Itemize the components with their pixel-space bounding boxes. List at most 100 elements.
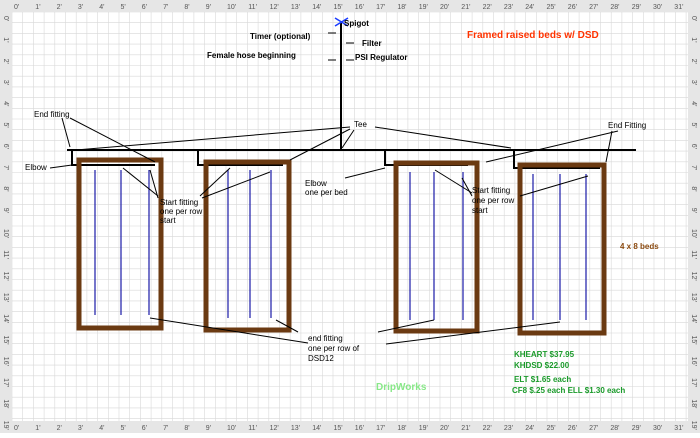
label-start-fitting-right-line1: Start fitting: [472, 186, 511, 195]
ruler-tick-label: 1': [35, 4, 40, 11]
ruler-tick-label: 19': [419, 425, 428, 432]
ruler-tick-label: 28': [610, 4, 619, 11]
ruler-tick-label: 0': [2, 16, 9, 21]
label-filter: Filter: [362, 39, 382, 48]
raised-bed-4: [517, 162, 607, 336]
label-elbow-per-bed-line2: one per bed: [305, 188, 348, 197]
ruler-tick-label: 11': [248, 4, 257, 11]
ruler-tick-label: 15': [334, 425, 343, 432]
label-elbow-per-bed-line1: Elbow: [305, 179, 327, 188]
ruler-tick-label: 13': [291, 4, 300, 11]
ruler-tick-label: 23': [504, 4, 513, 11]
ruler-tick-label: 8': [184, 425, 189, 432]
ruler-tick-label: 30': [653, 4, 662, 11]
ruler-tick-label: 24': [525, 425, 534, 432]
ruler-tick-label: 15': [334, 4, 343, 11]
ruler-tick-label: 14': [312, 425, 321, 432]
label-tee: Tee: [354, 120, 367, 129]
ruler-tick-label: 17': [376, 425, 385, 432]
ruler-tick-label: 14': [690, 314, 697, 323]
ruler-tick-label: 4': [99, 425, 104, 432]
ruler-tick-label: 27': [589, 4, 598, 11]
ruler-tick-label: 11': [690, 250, 697, 259]
ruler-tick-label: 21': [461, 425, 470, 432]
ruler-tick-label: 17': [2, 378, 9, 387]
label-timer: Timer (optional): [250, 32, 311, 41]
ruler-tick-label: 7': [163, 4, 168, 11]
ruler-tick-label: 3': [78, 425, 83, 432]
label-start-fitting-left-line2: one per row: [160, 207, 203, 216]
bottom-ruler: [0, 421, 700, 433]
price-elt: ELT $1.65 each: [514, 375, 572, 384]
right-ruler: [688, 0, 700, 433]
ruler-tick-label: 18': [690, 399, 697, 408]
ruler-tick-label: 9': [206, 425, 211, 432]
ruler-tick-label: 10': [690, 229, 697, 238]
ruler-tick-label: 1': [2, 37, 9, 42]
callout-lines: [49, 117, 619, 345]
raised-bed-1: [76, 157, 164, 331]
ruler-tick-label: 19': [2, 421, 9, 430]
ruler-tick-label: 4': [690, 101, 697, 106]
ruler-tick-label: 16': [690, 357, 697, 366]
ruler-tick-label: 5': [121, 425, 126, 432]
ruler-tick-label: 14': [2, 314, 9, 323]
ruler-tick-label: 2': [690, 59, 697, 64]
ruler-tick-label: 18': [397, 425, 406, 432]
ruler-tick-label: 10': [227, 4, 236, 11]
ruler-tick-label: 6': [2, 144, 9, 149]
ruler-tick-label: 10': [2, 229, 9, 238]
label-start-fitting-left-line1: Start fitting: [160, 198, 199, 207]
ruler-tick-label: 1': [690, 37, 697, 42]
left-ruler: [0, 0, 12, 433]
ruler-tick-label: 0': [690, 16, 697, 21]
ruler-tick-label: 2': [57, 4, 62, 11]
ruler-tick-label: 9': [690, 208, 697, 213]
label-start-fitting-right-line2: one per row: [472, 196, 515, 205]
ruler-tick-label: 31': [674, 4, 683, 11]
ruler-tick-label: 5': [2, 123, 9, 128]
ruler-tick-label: 5': [690, 123, 697, 128]
ruler-tick-label: 29': [632, 425, 641, 432]
ruler-tick-label: 21': [461, 4, 470, 11]
ruler-tick-label: 26': [568, 425, 577, 432]
label-end-fitting-right: End Fitting: [608, 121, 647, 130]
label-end-fitting-bottom-line1: end fitting: [308, 334, 343, 343]
ruler-tick-label: 11': [248, 425, 257, 432]
ruler-tick-label: 8': [184, 4, 189, 11]
ruler-tick-label: 16': [355, 4, 364, 11]
ruler-tick-label: 30': [653, 425, 662, 432]
ruler-tick-label: 18': [397, 4, 406, 11]
ruler-tick-label: 22': [483, 425, 492, 432]
label-psi-regulator: PSI Regulator: [355, 53, 408, 62]
ruler-tick-label: 2': [57, 425, 62, 432]
ruler-tick-label: 3': [78, 4, 83, 11]
ruler-tick-label: 15': [2, 336, 9, 345]
label-female-hose: Female hose beginning: [207, 51, 296, 60]
price-cf8-ell: CF8 $.25 each ELL $1.30 each: [512, 386, 626, 395]
top-ruler: [0, 0, 700, 12]
ruler-tick-label: 22': [483, 4, 492, 11]
ruler-tick-label: 8': [2, 186, 9, 191]
label-bed-size: 4 x 8 beds: [620, 242, 659, 251]
ruler-tick-label: 4': [99, 4, 104, 11]
ruler-tick-label: 14': [312, 4, 321, 11]
ruler-tick-label: 13': [2, 293, 9, 302]
label-elbow: Elbow: [25, 163, 47, 172]
label-start-fitting-right-line3: start: [472, 206, 488, 215]
ruler-tick-label: 0': [14, 4, 19, 11]
ruler-tick-label: 25': [547, 4, 556, 11]
ruler-tick-label: 5': [121, 4, 126, 11]
ruler-tick-label: 12': [690, 272, 697, 281]
ruler-tick-label: 0': [14, 425, 19, 432]
ruler-tick-label: 8': [690, 186, 697, 191]
ruler-tick-label: 20': [440, 425, 449, 432]
ruler-tick-label: 12': [2, 272, 9, 281]
ruler-tick-label: 3': [2, 80, 9, 85]
price-khdsd: KHDSD $22.00: [514, 361, 570, 370]
ruler-tick-label: 6': [142, 4, 147, 11]
ruler-tick-label: 13': [690, 293, 697, 302]
ruler-tick-label: 2': [2, 59, 9, 64]
ruler-tick-label: 10': [227, 425, 236, 432]
ruler-tick-label: 3': [690, 80, 697, 85]
